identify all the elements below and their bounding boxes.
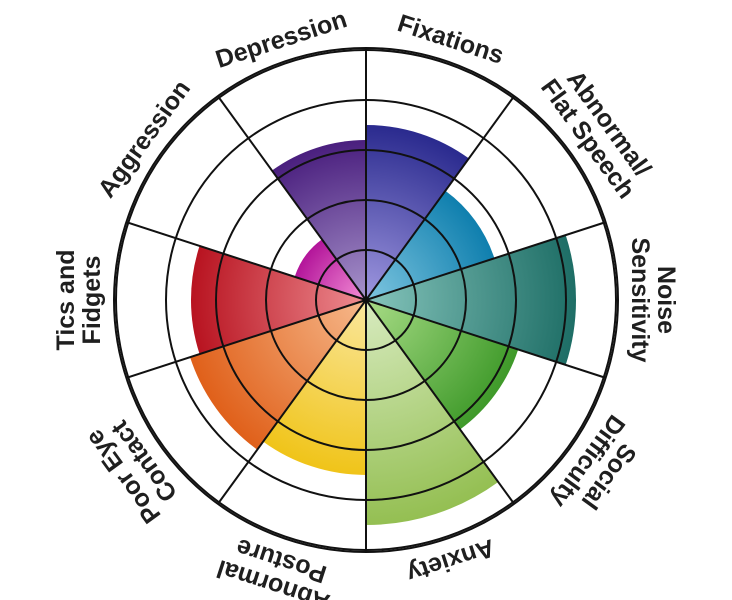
spoke-5 [365, 299, 515, 505]
spoke-7 [217, 299, 367, 505]
label-line: Sensitivity [626, 237, 654, 362]
spoke-8 [126, 299, 367, 379]
label-tics-and-fidgets: Tics andFidgets [52, 250, 106, 351]
label-line: Anxiety [403, 533, 498, 588]
wedge-aggression [294, 239, 366, 300]
wedge-depression [271, 140, 366, 300]
spoke-2 [365, 95, 515, 301]
label-social-difficulty: SocialDifficulty [545, 410, 652, 528]
label-line: Fixations [394, 9, 507, 70]
spoke-9 [126, 221, 367, 301]
wedge-abnormal-flat-speech [366, 190, 495, 300]
label-fixations: Fixations [394, 9, 507, 70]
wedge-tics-and-fidgets [191, 245, 366, 355]
label-line: Fidgets [78, 256, 106, 345]
label-poor-eye-contact: Poor EyeContact [80, 409, 187, 528]
spoke-10 [217, 95, 367, 301]
label-line: Noise [652, 266, 680, 334]
spoke-3 [365, 221, 606, 301]
wedge-poor-eye-contact [190, 300, 366, 450]
label-line: Tics and [52, 250, 80, 351]
label-anxiety: Anxiety [403, 533, 498, 588]
grid-layer [113, 47, 619, 553]
spoke-4 [365, 299, 606, 379]
wedge-noise-sensitivity [366, 235, 577, 365]
wedge-anxiety [366, 300, 499, 525]
label-abnormal-posture: AbnormalPosture [213, 529, 341, 600]
label-noise-sensitivity: NoiseSensitivity [626, 237, 680, 362]
